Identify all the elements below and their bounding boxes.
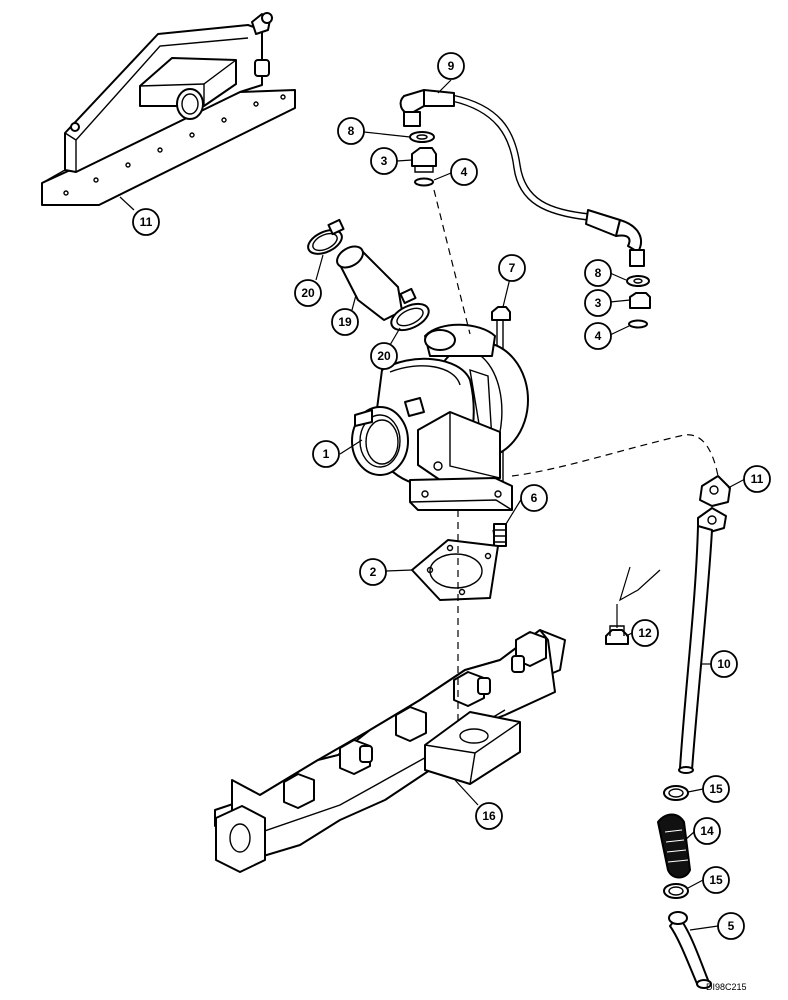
callout-20: 20 [294, 279, 322, 307]
svg-text:9: 9 [448, 59, 455, 73]
callout-3: 3 [584, 289, 612, 317]
svg-text:16: 16 [482, 809, 496, 823]
svg-text:19: 19 [338, 315, 352, 329]
svg-text:12: 12 [638, 626, 652, 640]
svg-text:11: 11 [751, 472, 764, 486]
gasket-part [411, 539, 499, 601]
callout-15: 15 [702, 866, 730, 894]
svg-text:11: 11 [140, 215, 153, 229]
callout-4: 4 [584, 322, 612, 350]
callout-2: 2 [359, 558, 387, 586]
callout-11: 11 [132, 208, 160, 236]
oil-feed-line-part [399, 89, 645, 267]
callout-4: 4 [450, 158, 478, 186]
svg-text:4: 4 [595, 329, 602, 343]
callout-3: 3 [370, 147, 398, 175]
svg-text:3: 3 [595, 296, 602, 310]
svg-text:8: 8 [595, 266, 602, 280]
callout-6: 6 [520, 484, 548, 512]
svg-text:4: 4 [461, 165, 468, 179]
callout-7: 7 [498, 254, 526, 282]
svg-text:3: 3 [381, 154, 388, 168]
svg-text:15: 15 [709, 873, 723, 887]
callout-16: 16 [475, 802, 503, 830]
assembly-lines [433, 189, 719, 720]
turbocharger-part [351, 323, 529, 511]
oil-drain-tube-part [678, 475, 731, 774]
callout-12: 12 [631, 619, 659, 647]
callout-9: 9 [437, 52, 465, 80]
callout-1: 1 [312, 440, 340, 468]
svg-text:14: 14 [700, 824, 714, 838]
drain-bolt-part [605, 625, 629, 645]
callout-19: 19 [331, 308, 359, 336]
svg-text:7: 7 [509, 261, 516, 275]
svg-text:20: 20 [377, 349, 391, 363]
svg-text:10: 10 [717, 657, 731, 671]
svg-text:1: 1 [323, 447, 330, 461]
callout-5: 5 [717, 912, 745, 940]
callout-8: 8 [584, 259, 612, 287]
exhaust-manifold-part [214, 629, 566, 873]
callout-14: 14 [693, 817, 721, 845]
callout-20: 20 [370, 342, 398, 370]
hose-clamp-set-part [307, 218, 430, 332]
intake-housing-part [41, 12, 296, 206]
callout-8: 8 [337, 117, 365, 145]
callout-15: 15 [702, 775, 730, 803]
svg-text:6: 6 [531, 491, 538, 505]
drawing-code: DI98C215 [706, 982, 747, 992]
svg-text:20: 20 [301, 286, 315, 300]
upper-fittings-part [409, 131, 437, 187]
callout-11: 11 [743, 465, 771, 493]
svg-text:15: 15 [709, 782, 723, 796]
svg-text:8: 8 [348, 124, 355, 138]
svg-text:5: 5 [728, 919, 735, 933]
svg-text:2: 2 [370, 565, 377, 579]
callout-10: 10 [710, 650, 738, 678]
drain-hose-set-part [657, 785, 712, 989]
right-fittings-part [626, 275, 651, 329]
